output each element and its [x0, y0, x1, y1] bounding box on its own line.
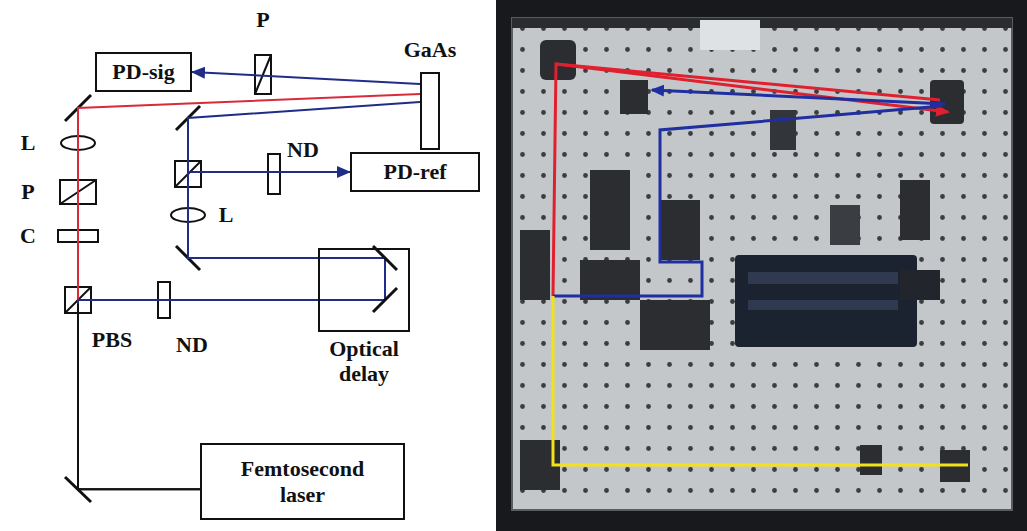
bench-photo — [553, 296, 968, 465]
bench-photo — [748, 300, 898, 310]
bench-photo — [520, 230, 550, 300]
part-label: L — [21, 130, 36, 155]
laser-box: Femtosecond laser — [200, 443, 405, 520]
bench-photo — [553, 64, 948, 296]
part-label: P — [21, 179, 34, 204]
bench-photo — [640, 300, 710, 350]
bench-photo — [540, 40, 576, 80]
beam-path — [188, 172, 350, 258]
bench-photo — [748, 272, 898, 284]
node-text: PD-sig — [112, 59, 174, 84]
delay-stage: Optical delay — [318, 248, 410, 332]
bench-photo — [620, 80, 648, 114]
mirror — [65, 95, 200, 502]
bench-photo — [700, 20, 760, 50]
delay-beam — [318, 258, 385, 300]
bench-photo — [860, 445, 882, 475]
bench-photo — [770, 110, 796, 150]
bench-photo — [735, 255, 917, 347]
nd-filter — [268, 154, 280, 194]
node-text: PD-ref — [383, 159, 446, 184]
nd-filter — [158, 154, 280, 318]
lens — [61, 136, 205, 222]
polarizer — [60, 55, 271, 204]
bench-photo — [900, 270, 940, 300]
part-label: L — [219, 202, 234, 227]
bench-photo — [553, 106, 942, 296]
part-label: C — [20, 223, 36, 248]
node-text: Optical delay — [320, 336, 408, 387]
bench-photo — [930, 80, 964, 124]
detector-box: PD-sig — [95, 52, 192, 92]
part-label: PBS — [92, 327, 132, 352]
bench-photo — [652, 90, 945, 104]
detector-box: PD-ref — [350, 152, 480, 192]
node-text: Femtosecond laser — [228, 456, 378, 507]
bench-photo — [496, 0, 1027, 531]
bench-photo — [590, 170, 630, 250]
bench-photo — [512, 18, 1012, 28]
delay-mirror — [373, 288, 397, 312]
part-label: ND — [287, 137, 319, 162]
bench-photo — [580, 260, 640, 300]
bench-photo — [900, 180, 930, 240]
bench-photo — [496, 0, 1027, 531]
delay-beam — [318, 258, 385, 300]
bench-photo — [830, 205, 860, 245]
part-label: P — [256, 7, 269, 32]
node-text: GaAs — [404, 37, 457, 62]
bench-photo — [660, 200, 700, 260]
sample-plate: GaAs — [420, 72, 440, 150]
delay-mirror — [373, 246, 397, 312]
bench-photo — [512, 18, 1012, 510]
beam-path — [192, 72, 420, 84]
part-label: ND — [176, 332, 208, 357]
